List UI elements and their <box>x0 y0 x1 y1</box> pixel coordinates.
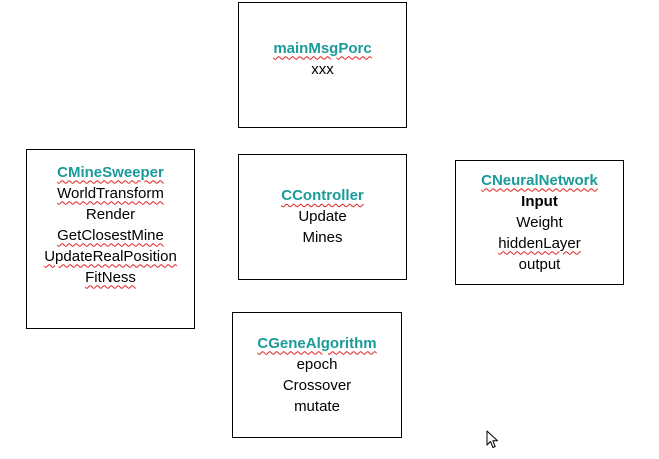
class-title-main-msg-proc: mainMsgPorc <box>273 39 372 57</box>
class-member-update-real-position: UpdateRealPosition <box>44 247 177 265</box>
class-member-get-closest-mine: GetClosestMine <box>57 226 164 244</box>
class-member-hidden-layer: hiddenLayer <box>498 234 581 252</box>
class-member-mutate: mutate <box>294 397 340 415</box>
class-member-output: output <box>518 255 561 273</box>
class-member-weight: Weight <box>516 213 563 231</box>
class-title-cneuralnetwork: CNeuralNetwork <box>481 171 598 189</box>
class-member-crossover: Crossover <box>282 376 352 394</box>
class-member-epoch: epoch <box>296 355 338 373</box>
class-member-xxx: xxx <box>311 60 334 78</box>
class-member-world-transform: WorldTransform <box>57 184 164 202</box>
class-box-main-msg-proc: mainMsgPorc xxx <box>238 2 407 128</box>
class-box-cgenealgorithm: CGeneAlgorithm epoch Crossover mutate <box>232 312 402 438</box>
class-box-cminesweeper: CMineSweeper WorldTransform Render GetCl… <box>26 149 195 329</box>
class-member-input: Input <box>521 192 558 210</box>
class-member-update: Update <box>298 208 347 225</box>
class-title-cgenealgorithm: CGeneAlgorithm <box>257 334 377 352</box>
class-member-fitness: FitNess <box>85 268 136 286</box>
class-box-ccontroller: CController Update Mines <box>238 154 407 280</box>
class-box-cneuralnetwork: CNeuralNetwork Input Weight hiddenLayer … <box>455 160 624 285</box>
class-member-render: Render <box>85 205 136 223</box>
class-member-mines: Mines <box>302 229 343 246</box>
mouse-pointer-icon <box>486 430 498 448</box>
class-title-cminesweeper: CMineSweeper <box>57 163 164 181</box>
class-title-ccontroller: CController <box>281 187 364 204</box>
